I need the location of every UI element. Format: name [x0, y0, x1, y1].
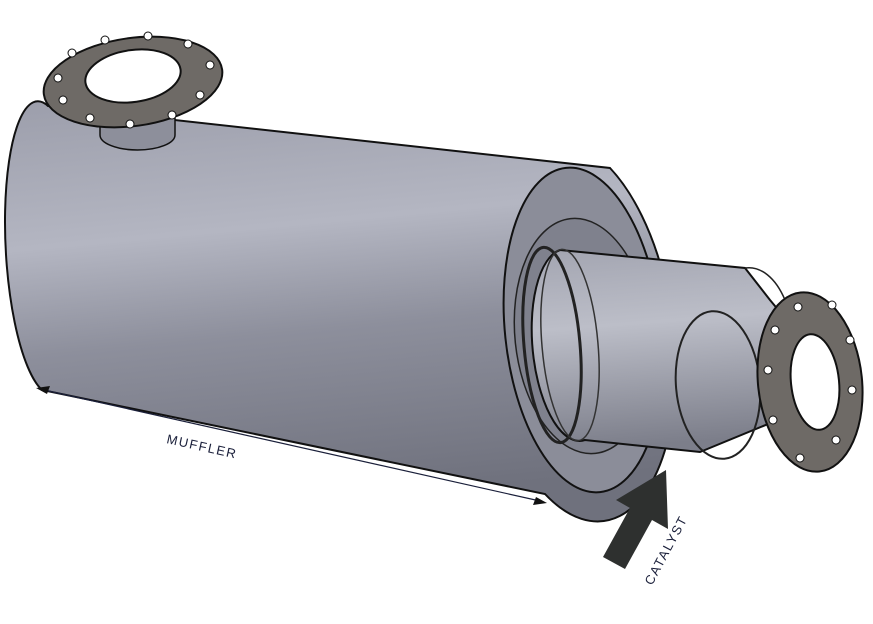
muffler-label: MUFFLER [165, 431, 238, 461]
outlet-flange [756, 291, 864, 473]
inlet-flange [42, 31, 224, 151]
catalyst-pipe [521, 245, 797, 460]
catalyst-arrow-icon [603, 470, 668, 569]
